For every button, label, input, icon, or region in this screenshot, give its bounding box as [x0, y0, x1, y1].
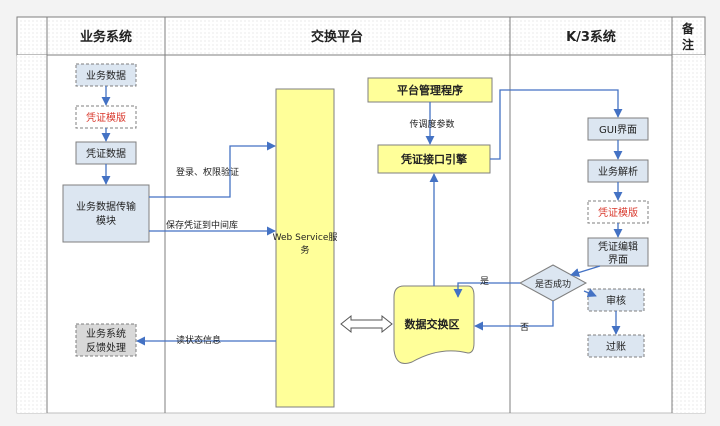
- node-platform-mgr: [367, 77, 493, 103]
- node-voucher-edit: [587, 237, 649, 267]
- node-biz-transfer: [62, 184, 150, 243]
- node-webservice-label-2: 务: [300, 244, 309, 256]
- node-webservice: [275, 88, 335, 408]
- node-gui-label: GUI界面: [599, 124, 637, 136]
- edge-label-no: 否: [520, 322, 529, 333]
- lane-title-business: 业务系统: [80, 29, 132, 45]
- node-biz-transfer-label-2: 模块: [96, 215, 116, 227]
- edge-label-login: 登录、权限验证: [176, 166, 239, 178]
- node-success-decision-label: 是否成功: [535, 278, 571, 290]
- notes-lane: [672, 55, 705, 413]
- node-post: [587, 334, 645, 358]
- node-voucher-edit-label-1: 凭证编辑: [598, 240, 638, 253]
- edge-label-pass-params: 传调度参数: [409, 118, 454, 130]
- double-arrow-webservice-exchange: [340, 314, 393, 334]
- node-audit-label: 审核: [606, 294, 626, 307]
- node-feedback: [75, 323, 137, 357]
- node-voucher-edit-label-2: 界面: [608, 254, 628, 266]
- edge-label-read-status: 读状态信息: [176, 334, 221, 346]
- node-biz-data-label: 业务数据: [86, 69, 126, 82]
- node-voucher-engine: [377, 144, 491, 174]
- node-voucher-data-label: 凭证数据: [86, 147, 126, 160]
- lane-title-notes-1: 备: [681, 21, 695, 36]
- arrow-login: [149, 141, 276, 198]
- node-platform-mgr-label: 平台管理程序: [397, 83, 463, 97]
- left-margin-lane: [17, 55, 47, 413]
- arrow-engine-to-gui: [490, 89, 623, 160]
- node-voucher-template-left-label: 凭证模版: [86, 111, 126, 124]
- node-biz-transfer-label-1: 业务数据传输: [76, 200, 136, 213]
- node-biz-parse-label: 业务解析: [598, 165, 638, 178]
- header-row: [16, 16, 706, 56]
- node-webservice-label-1: Web Service服: [273, 232, 338, 243]
- node-feedback-label-1: 业务系统: [86, 327, 126, 340]
- lane-title-exchange: 交换平台: [311, 29, 363, 45]
- node-voucher-engine-label: 凭证接口引擎: [400, 152, 467, 166]
- lane-title-k3: K/3系统: [566, 29, 616, 45]
- node-feedback-label-2: 反馈处理: [86, 341, 126, 354]
- node-data-exchange: [393, 285, 475, 364]
- node-data-exchange-label: 数据交换区: [405, 317, 460, 331]
- arrow-yes: [453, 282, 520, 298]
- lane-title-notes-2: 注: [682, 37, 694, 52]
- node-voucher-template-right-label: 凭证模版: [598, 206, 638, 219]
- arrow-decision-to-audit: [583, 288, 597, 298]
- node-post-label: 过账: [606, 340, 626, 353]
- arrow-no: [474, 301, 554, 331]
- edge-label-save-voucher: 保存凭证到中间库: [166, 219, 238, 231]
- edge-label-yes: 是: [480, 276, 489, 287]
- arrow-edit-to-decision: [570, 265, 601, 277]
